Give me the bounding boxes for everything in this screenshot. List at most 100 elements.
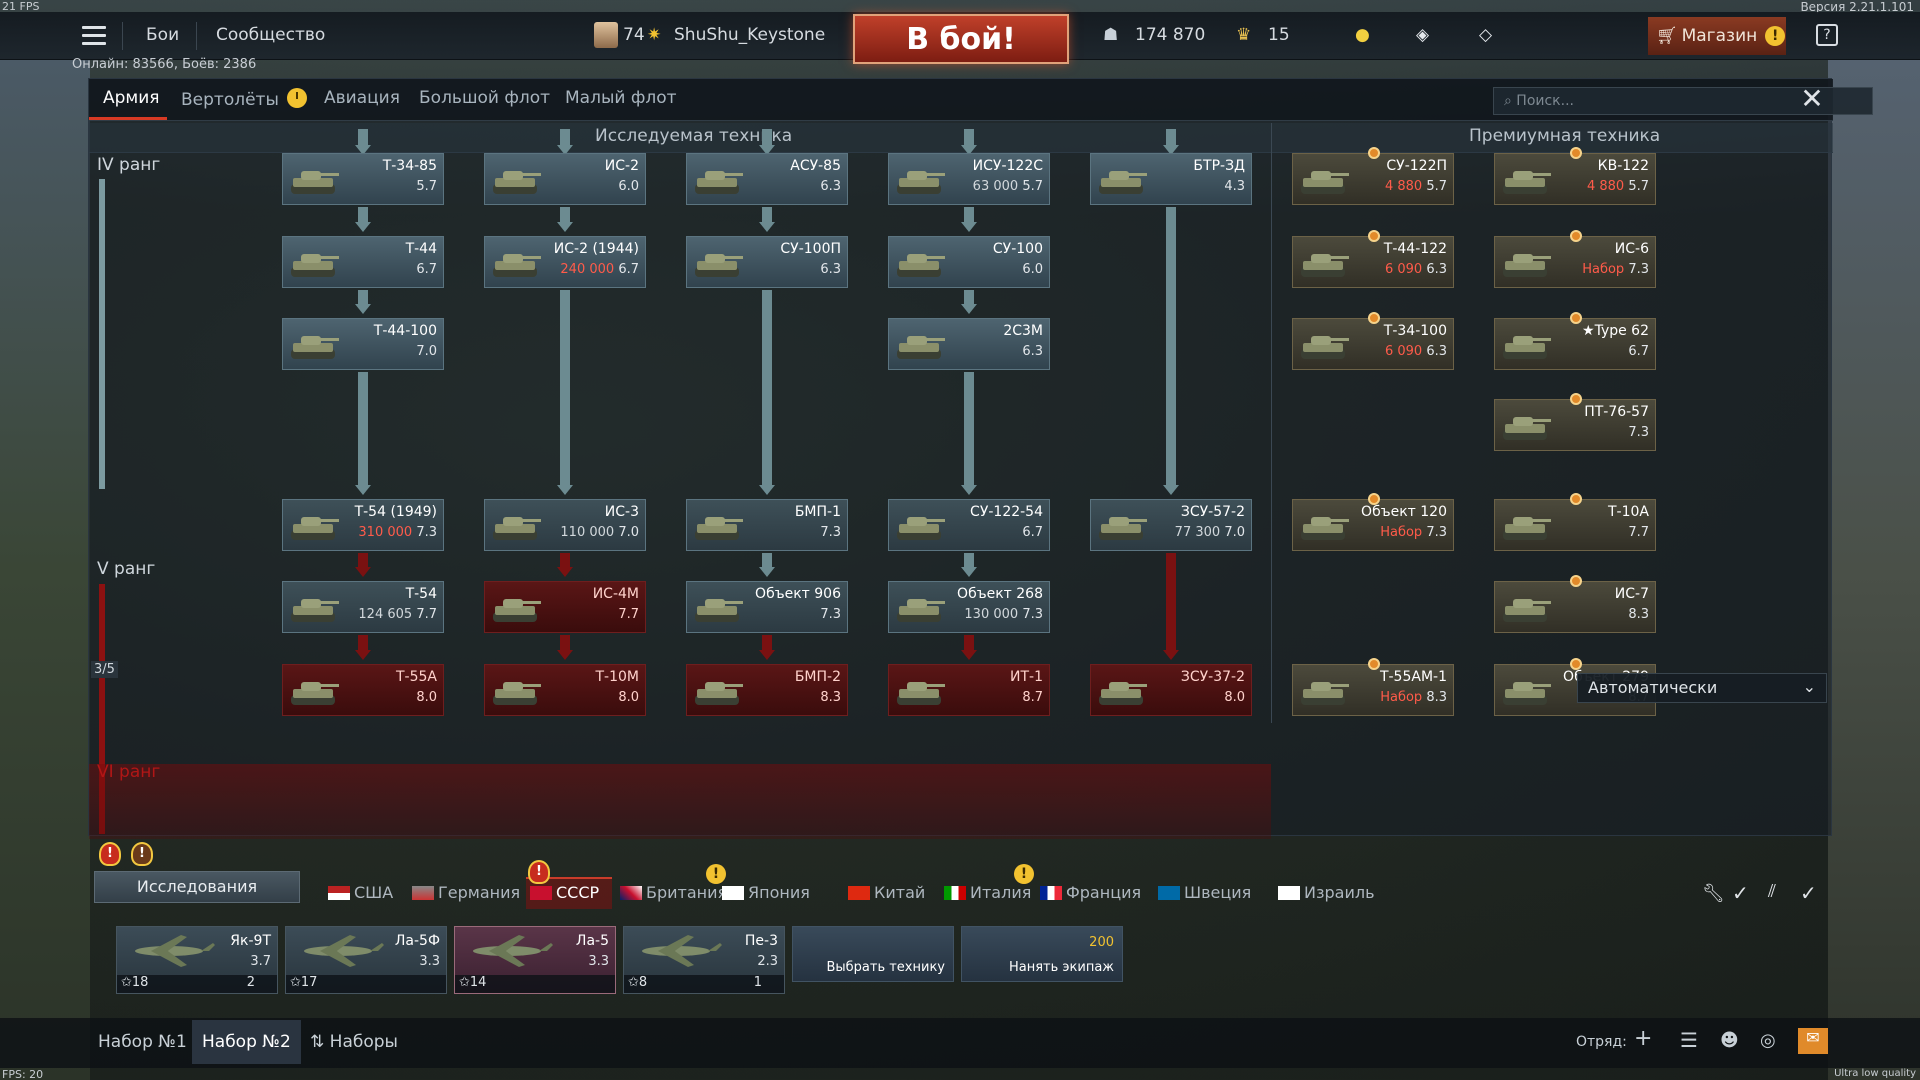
silver-balance[interactable]: 174 870 (1135, 25, 1206, 45)
community-menu[interactable]: Сообщество (216, 25, 326, 45)
tank-icon (489, 160, 543, 200)
tab-army[interactable]: Армия (103, 88, 160, 108)
tab-aviation[interactable]: Авиация (324, 88, 400, 108)
list-icon[interactable]: ☰ (1680, 1028, 1698, 1052)
player-name[interactable]: ShuShu_Keystone (674, 25, 826, 45)
nation-tab-sweden[interactable]: Швеция (1158, 883, 1251, 902)
friends-icon[interactable]: ☻ (1720, 1030, 1739, 1051)
tab-helicopters[interactable]: Вертолёты (181, 88, 307, 110)
nation-tab-israel[interactable]: Израиль (1278, 883, 1375, 902)
close-icon[interactable]: ✕ (1800, 82, 1824, 115)
battles-menu[interactable]: Бои (146, 25, 180, 45)
nation-tab-china[interactable]: Китай (848, 883, 925, 902)
gold-balance[interactable]: 15 (1268, 25, 1290, 45)
vehicle-stats: 7.7 (1628, 525, 1649, 540)
wrench-icon[interactable]: 🔧︎ (1702, 883, 1725, 904)
tree-connector (358, 635, 368, 652)
add-squad-icon[interactable]: + (1634, 1026, 1653, 1051)
nation-tab-britain[interactable]: Британия (620, 883, 727, 902)
flag-china-icon (848, 886, 870, 900)
coupon-icon[interactable]: ◇ (1479, 25, 1493, 45)
preset-2-tab[interactable]: Набор №2 (192, 1020, 301, 1064)
chat-icon[interactable]: ◎ (1760, 1030, 1776, 1051)
vehicle-name: ПТ-76-57 (1584, 404, 1649, 420)
search-input[interactable]: ⌕ Поиск... (1493, 87, 1873, 115)
shop-label: Магазин (1681, 26, 1758, 46)
presets-button[interactable]: ⇅ Наборы (310, 1032, 398, 1052)
check-all-icon[interactable]: ✓ (1800, 881, 1817, 905)
research-button[interactable]: Исследования (94, 871, 300, 903)
nation-tab-usa[interactable]: США (328, 883, 393, 902)
warning-badge-red[interactable]: ! (99, 842, 121, 866)
auto-select-dropdown[interactable]: Автоматически⌄ (1577, 673, 1827, 703)
lightbulb-icon[interactable]: ● (1355, 25, 1370, 45)
decals-icon[interactable]: ◈ (1416, 25, 1430, 45)
hire-crew-slot[interactable]: 200 Нанять экипаж (961, 926, 1123, 982)
nation-tab-italy[interactable]: Италия (944, 883, 1031, 902)
warning-badge-orange[interactable]: ! (131, 842, 153, 866)
nation-tab-japan[interactable]: Япония (722, 883, 810, 902)
hamburger-menu-icon[interactable] (82, 26, 106, 46)
check-icon[interactable]: ✓ (1732, 881, 1749, 905)
tree-arrow-icon (355, 304, 371, 314)
player-avatar[interactable] (594, 22, 618, 48)
repair-all-icon[interactable]: ⫽ (1768, 881, 1777, 902)
tab-bluewater-fleet[interactable]: Большой флот (419, 88, 551, 108)
vehicle-card[interactable]: Т-54 (1949)310 000 7.3 (282, 499, 444, 551)
to-battle-button[interactable]: В бой! (853, 14, 1069, 64)
mail-icon[interactable]: ✉ (1798, 1028, 1828, 1054)
nation-tab-ussr[interactable]: СССР (530, 883, 599, 902)
nation-tab-france[interactable]: Франция (1040, 883, 1141, 902)
help-button[interactable]: ? (1816, 24, 1838, 46)
battle-rating: 6.7 (1022, 525, 1043, 540)
nation-tab-germany[interactable]: Германия (412, 883, 520, 902)
vehicle-cost: 310 000 (358, 525, 413, 540)
tree-connector (560, 129, 570, 147)
vehicle-cost: Набор (1380, 690, 1423, 705)
preset-1-tab[interactable]: Набор №1 (98, 1032, 187, 1052)
shop-button[interactable]: 🛒︎ Магазин ! (1648, 17, 1786, 55)
choose-vehicle-slot[interactable]: Выбрать технику (792, 926, 954, 982)
tab-coastal-fleet[interactable]: Малый флот (565, 88, 677, 108)
aircraft-icon (628, 931, 724, 971)
vehicle-card[interactable]: ИС-2 (1944)240 000 6.7 (484, 236, 646, 288)
